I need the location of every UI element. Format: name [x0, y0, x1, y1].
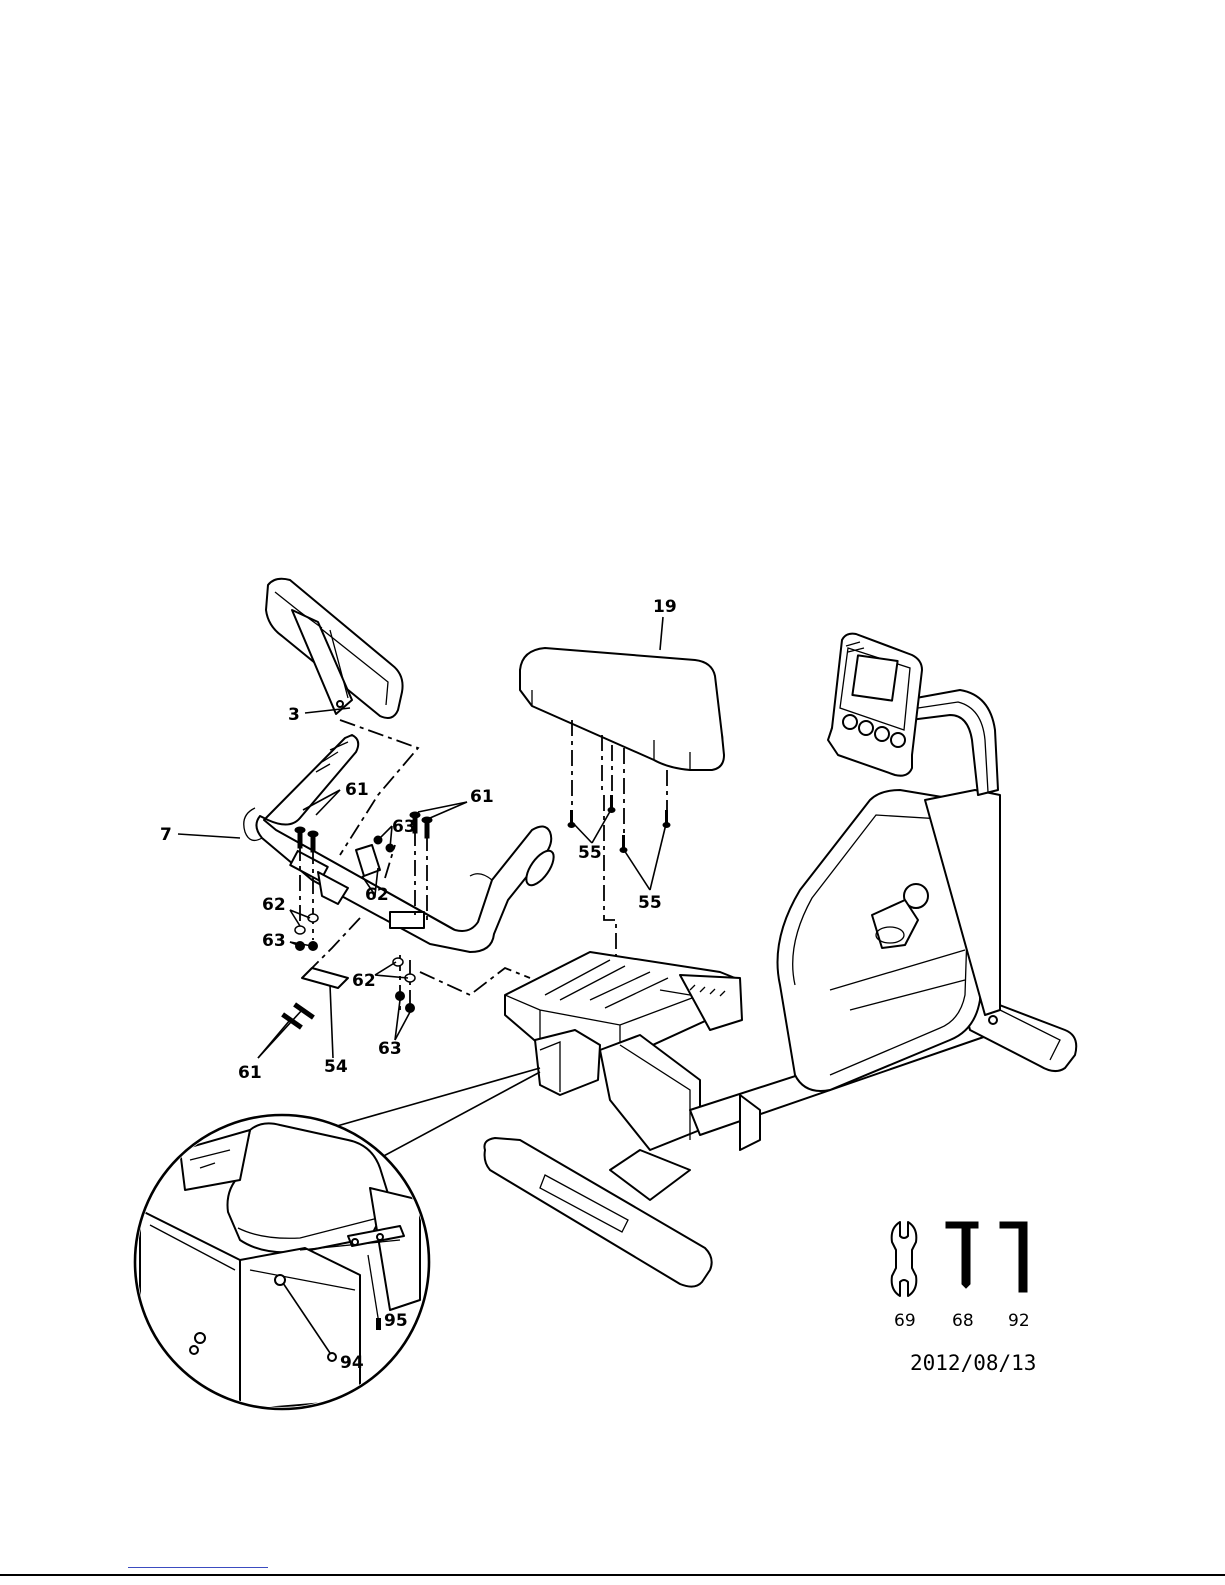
label-part-94: 94	[340, 1353, 364, 1373]
label-part-63a: 63	[392, 817, 416, 837]
backrest-part	[266, 579, 403, 718]
tool-number-69: 69	[894, 1311, 916, 1331]
handlebar-part	[244, 735, 559, 952]
seat-part	[520, 648, 724, 770]
drawing-date: 2012/08/13	[910, 1351, 1036, 1375]
label-part-7: 7	[160, 825, 172, 845]
allen-key-icon	[1000, 1222, 1027, 1292]
label-part-55a: 55	[578, 843, 602, 863]
label-part-61a: 61	[345, 780, 369, 800]
label-part-55b: 55	[638, 893, 662, 913]
console	[828, 634, 922, 776]
tools: 69 68 92	[892, 1222, 1030, 1331]
allen-key-icon	[946, 1222, 978, 1288]
label-part-19: 19	[653, 597, 677, 617]
wrench-icon	[892, 1222, 917, 1296]
label-part-95: 95	[384, 1311, 408, 1331]
label-part-3: 3	[288, 705, 300, 725]
detail-view	[135, 1068, 540, 1410]
tool-number-92: 92	[1008, 1311, 1030, 1331]
footer-link-underline	[128, 1567, 268, 1568]
label-part-62c: 62	[352, 971, 376, 991]
label-part-61b: 61	[470, 787, 494, 807]
label-part-62a: 62	[365, 885, 389, 905]
label-part-63b: 63	[262, 931, 286, 951]
tool-number-68: 68	[952, 1311, 974, 1331]
label-part-61c: 61	[238, 1063, 262, 1083]
console-mast	[905, 690, 998, 795]
label-part-54: 54	[324, 1057, 348, 1077]
label-part-63c: 63	[378, 1039, 402, 1059]
rear-shroud	[778, 790, 1001, 1091]
bracket-part	[302, 968, 348, 988]
footer-rule	[0, 1574, 1225, 1576]
label-part-62b: 62	[262, 895, 286, 915]
